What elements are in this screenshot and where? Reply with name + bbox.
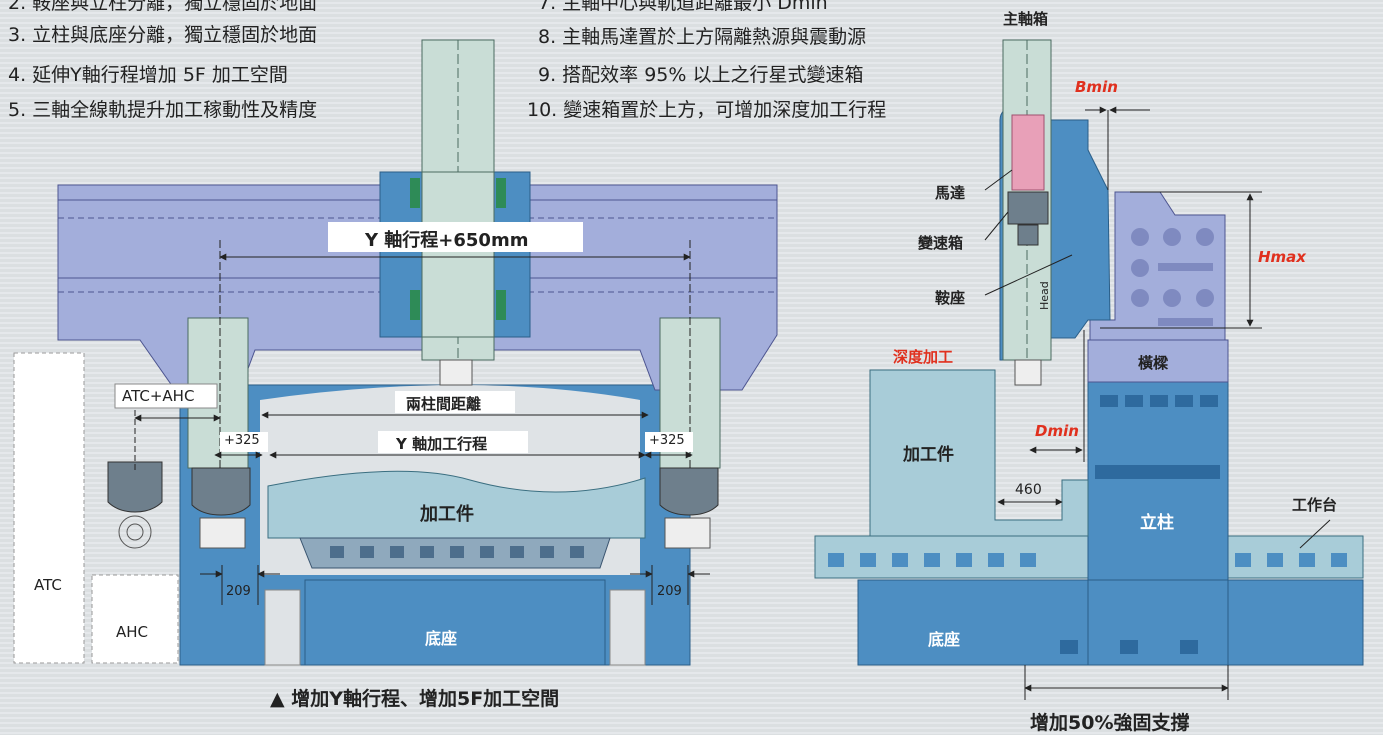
feature-10: 10. 變速箱置於上方，可增加深度加工行程 [527, 99, 887, 121]
deep-machining-label: 深度加工 [893, 348, 954, 366]
feature-4: 4. 延伸Y軸行程增加 5F 加工空間 [8, 64, 288, 86]
left-workpiece-label: 加工件 [420, 504, 474, 525]
right-column-label: 立柱 [1140, 513, 1174, 533]
gearbox [1007, 191, 1049, 225]
dmin-label: Dmin [1035, 422, 1079, 440]
saddle-label: 鞍座 [935, 289, 966, 307]
left-spindle-head [191, 467, 251, 516]
right-caption: 增加50%強固支撐 [1030, 712, 1190, 734]
right-workpiece-label: 加工件 [903, 445, 954, 465]
feature-3: 3. 立柱與底座分離，獨立穩固於地面 [8, 24, 318, 46]
motor [1011, 114, 1045, 191]
right-workpiece [869, 369, 1089, 537]
atc-box [13, 352, 85, 664]
right-base-label: 底座 [928, 630, 961, 649]
ahc-label: AHC [116, 623, 149, 641]
hmax-label: Hmax [1258, 248, 1306, 266]
feature-9: 9. 搭配效率 95% 以上之行星式變速箱 [538, 64, 864, 86]
dim-209-left: 209 [226, 584, 251, 599]
gearbox-label: 變速箱 [918, 234, 964, 252]
right-crossbeam [1087, 339, 1229, 383]
dim-209-right: 209 [657, 584, 682, 599]
feature-2: 2. 鞍座與立柱分離，獨立穩固於地面 [8, 0, 318, 14]
left-workpiece [267, 470, 646, 539]
y-stroke-label: Y 軸行程+650mm [365, 230, 529, 251]
bmin-label: Bmin [1075, 78, 1118, 96]
worktable-label: 工作台 [1292, 496, 1338, 514]
motor-label: 馬達 [935, 184, 966, 202]
left-base-center [304, 579, 606, 666]
atc-spindle [107, 461, 163, 513]
caption-text: ▲ 增加Y軸行程、增加5F加工空間 [270, 688, 560, 710]
right-crossbeam-label: 橫樑 [1138, 354, 1169, 372]
plus-325-left: +325 [224, 433, 260, 448]
atc-label: ATC [34, 576, 62, 594]
column-distance-label: 兩柱間距離 [406, 395, 482, 413]
left-caption: ▲ 增加Y軸行程、增加5F加工空間 [270, 684, 559, 711]
head-label: Head [1038, 281, 1051, 310]
atc-ahc-label: ATC+AHC [122, 387, 195, 405]
left-base-label: 底座 [425, 629, 458, 648]
plus-325-right: +325 [649, 433, 685, 448]
feature-5: 5. 三軸全線軌提升加工稼動性及精度 [8, 99, 318, 121]
y-machining-label: Y 軸加工行程 [396, 435, 488, 453]
y-stroke-label-box [328, 222, 583, 252]
feature-8: 8. 主軸馬達置於上方隔離熱源與震動源 [538, 26, 867, 48]
ahc-box [91, 574, 179, 664]
dim-460: 460 [1015, 482, 1042, 498]
feature-7: 7. 主軸中心與軌道距離最小 Dmin [538, 0, 828, 14]
right-saddle [1049, 119, 1111, 339]
right-spindle-head [659, 467, 719, 516]
spindle-box-label: 主軸箱 [1003, 10, 1049, 28]
